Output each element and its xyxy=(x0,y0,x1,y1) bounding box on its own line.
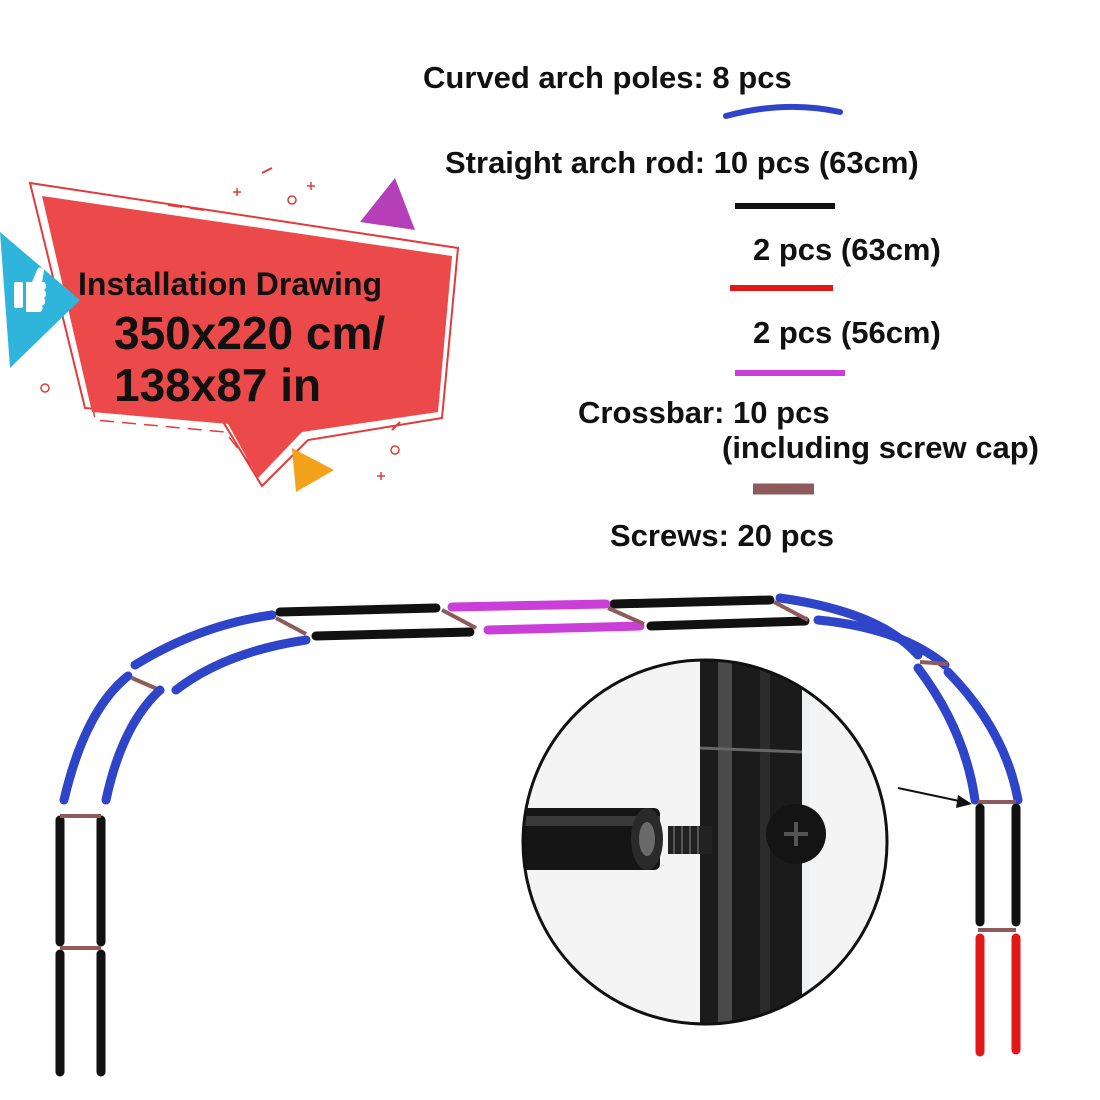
frame-left-legs xyxy=(55,815,106,1077)
frame-top-crossbars xyxy=(441,600,809,630)
arrow-icon xyxy=(897,787,972,808)
plus-icon xyxy=(233,182,385,480)
legend-label-crossbar: Crossbar: 10 pcs xyxy=(578,395,830,430)
screw-closeup-inset xyxy=(521,658,889,1026)
legend-label-screws: Screws: 20 pcs xyxy=(610,518,835,553)
legend-label-straight-rod: Straight arch rod: 10 pcs (63cm) xyxy=(445,145,919,180)
frame-right-crossbars xyxy=(919,660,1016,932)
legend-swatches xyxy=(723,103,845,495)
badge-size-in: 138x87 in xyxy=(114,359,322,411)
dash-decor xyxy=(167,167,401,431)
legend-swatch-curved xyxy=(723,103,843,119)
badge-size-cm: 350x220 cm/ xyxy=(114,307,386,359)
badge-banner xyxy=(42,196,452,478)
triangle-icon xyxy=(360,178,415,230)
legend-label-purple-rod: 2 pcs (56cm) xyxy=(753,315,941,350)
frame-top-purple-rods xyxy=(447,599,645,635)
frame-right-red-legs xyxy=(975,933,1021,1057)
frame-left-curved-poles xyxy=(59,610,311,805)
frame-right-black-legs xyxy=(975,803,1021,927)
frame-top-black-rods xyxy=(275,595,810,641)
thumbs-up-icon xyxy=(14,267,47,312)
frame-right-curved-poles xyxy=(775,593,1023,805)
installation-badge xyxy=(0,167,460,492)
circle-icon xyxy=(40,195,400,455)
triangle-icon xyxy=(292,448,334,492)
legend-label-curved-poles: Curved arch poles: 8 pcs xyxy=(423,60,792,95)
legend-label-red-rod: 2 pcs (63cm) xyxy=(753,232,941,267)
legend-label-crossbar-note: (including screw cap) xyxy=(722,430,1039,465)
badge-title: Installation Drawing xyxy=(78,266,383,302)
